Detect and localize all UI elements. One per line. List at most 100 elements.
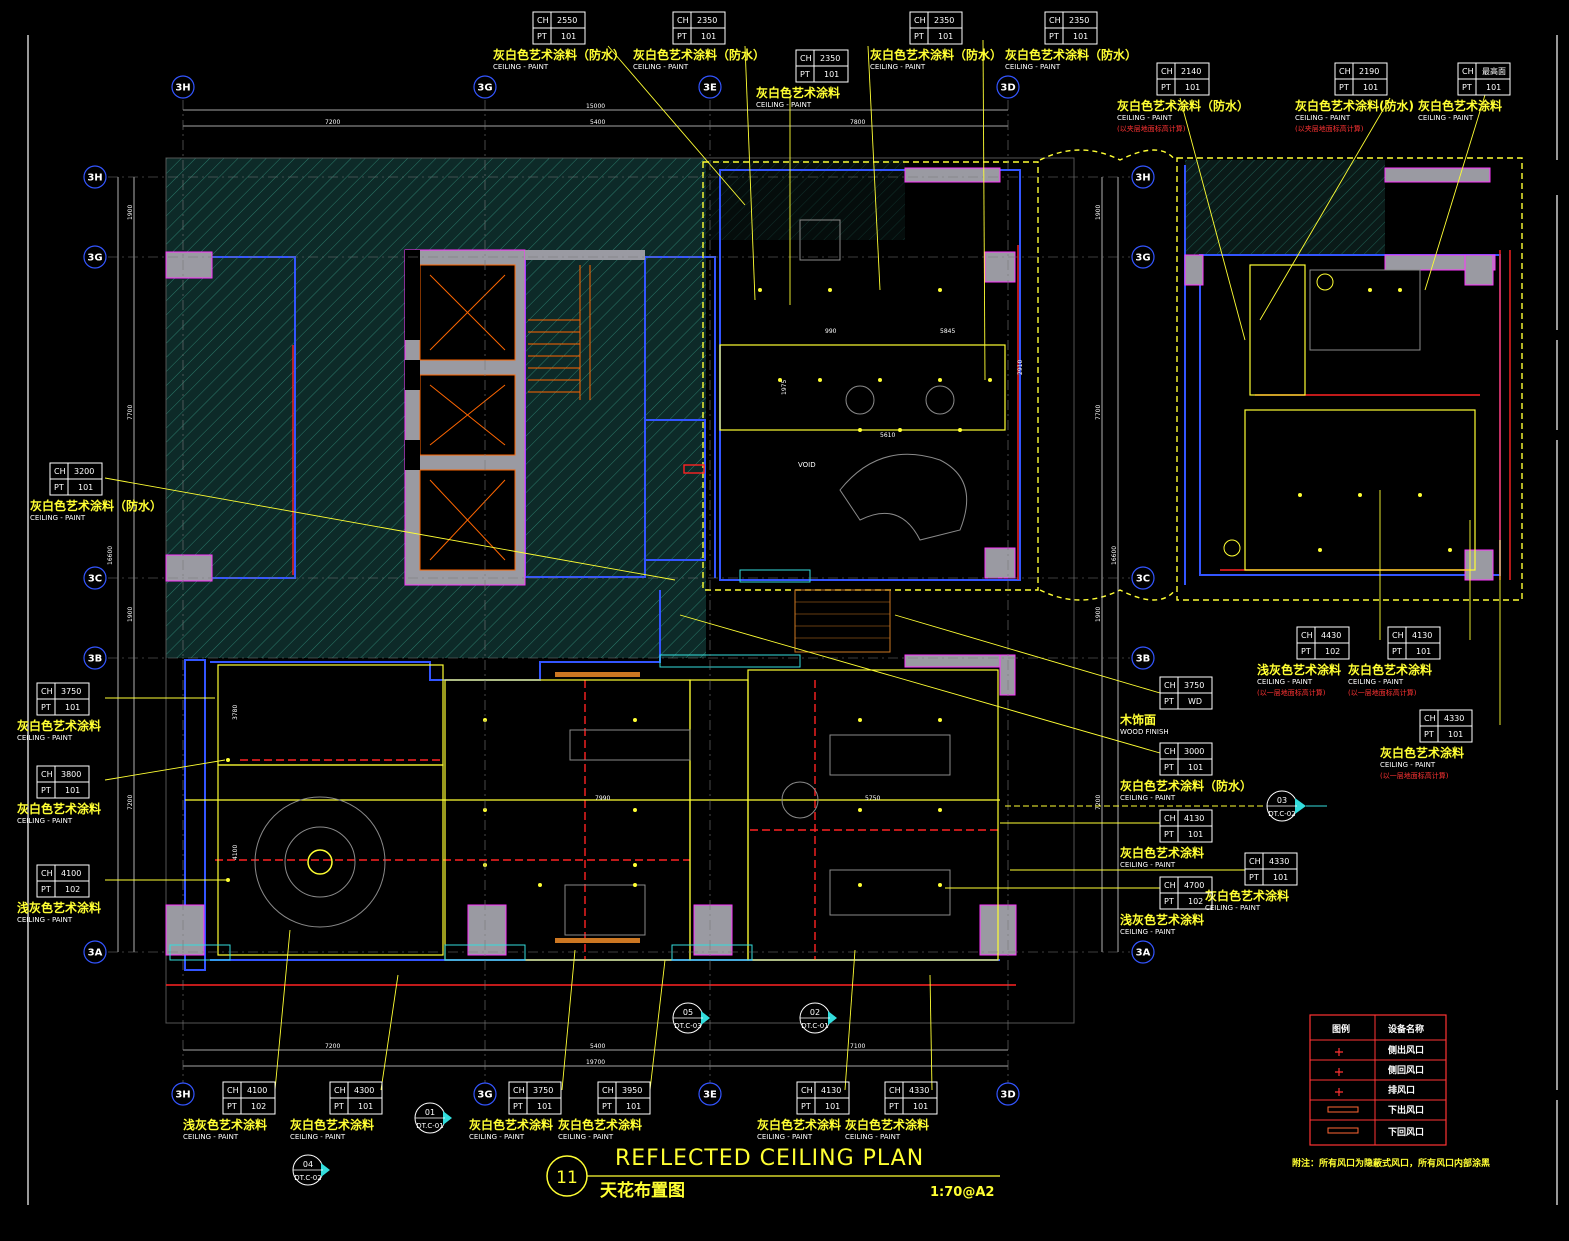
dim-bottom-seg-3: 7100 — [850, 1043, 865, 1050]
tag-pt-value: 101 — [825, 1102, 840, 1111]
tag-pt-label: PT — [1462, 83, 1472, 92]
tag-material-en: CEILING - PAINT — [1205, 904, 1261, 912]
title-english: REFLECTED CEILING PLAN — [615, 1146, 924, 1171]
dim-right-seg-3: 1900 — [1095, 607, 1102, 622]
tag-material-en: CEILING - PAINT — [183, 1133, 239, 1141]
tag-material-cn: 灰白色艺术涂料（防水） — [1005, 47, 1137, 62]
grid-bubble-row-3A: 3A — [1131, 940, 1155, 964]
tag-material-cn: 浅灰色艺术涂料 — [183, 1117, 267, 1132]
room-label-void: VOID — [798, 461, 816, 469]
dim-top-total: 15000 — [586, 103, 605, 110]
dim-right-seg-1: 1900 — [1095, 205, 1102, 220]
section-number: 05 — [683, 1008, 693, 1017]
tag-pt-value: 101 — [78, 483, 93, 492]
grid-label: 3E — [703, 83, 717, 94]
tag-material-en: CEILING - PAINT — [1257, 678, 1313, 686]
tag-pt-value: 101 — [1188, 763, 1203, 772]
tag-ch-label: CH — [602, 1086, 614, 1095]
tag-note: (以夹层地面标高计算) — [1295, 124, 1364, 133]
tag-material-cn: 灰白色艺术涂料 — [469, 1117, 553, 1132]
tag-material-cn: 灰白色艺术涂料 — [1205, 888, 1289, 903]
tag-pt-label: PT — [1161, 83, 1171, 92]
tag-ch-value: 4300 — [354, 1086, 374, 1095]
grid-label: 3A — [88, 948, 103, 959]
elevator-core — [404, 249, 645, 586]
grid-label: 3H — [175, 1090, 190, 1101]
tag-material-cn: 木饰面 — [1119, 712, 1156, 727]
grid-label: 3H — [87, 173, 102, 184]
tag-material-cn: 浅灰色艺术涂料 — [1120, 912, 1204, 927]
tag-ch-value: 3750 — [61, 687, 81, 696]
tag-material-en: CEILING - PAINT — [756, 101, 812, 109]
tag-note: (以夹层地面标高计算) — [1117, 124, 1186, 133]
tag-ch-label: CH — [1249, 857, 1261, 866]
tag-material-cn: 浅灰色艺术涂料 — [17, 900, 101, 915]
grid-bubble-col-3D: 3D — [996, 1082, 1020, 1106]
dimension-labels: 15000 7200 5400 7800 7200 5400 7100 1970… — [107, 103, 1118, 1066]
grid-label: 3C — [1136, 574, 1150, 585]
leader-lines — [104, 39, 1501, 1091]
tag-pt-label: PT — [41, 885, 51, 894]
tag-ch-value: 2350 — [934, 16, 954, 25]
grid-bubble-col-3D: 3D — [996, 75, 1020, 99]
tag-ch-value: 4130 — [1412, 631, 1432, 640]
grid-bubble-col-3E: 3E — [698, 75, 722, 99]
grid-bubble-row-3H: 3H — [1131, 165, 1155, 189]
tag-pt-value: 101 — [626, 1102, 641, 1111]
section-reference: DT.C-03 — [674, 1022, 701, 1030]
tag-ch-label: CH — [54, 467, 66, 476]
tag-material-cn: 灰白色艺术涂料（防水） — [633, 47, 765, 62]
tag-ch-value: 4130 — [1184, 814, 1204, 823]
tag-pt-label: PT — [1049, 32, 1059, 41]
tag-ch-value: 2140 — [1181, 67, 1201, 76]
grid-bubble-row-3C: 3C — [83, 566, 107, 590]
tag-ch-value: 2190 — [1359, 67, 1379, 76]
tag-material-en: CEILING - PAINT — [1348, 678, 1404, 686]
tag-material-cn: 灰白色艺术涂料（防水） — [493, 47, 625, 62]
section-reference: DT.C-01 — [801, 1022, 828, 1030]
dimension-lines — [117, 109, 1119, 1067]
section-reference: DT.C-02 — [1268, 810, 1295, 818]
grid-bubble-row-3A: 3A — [83, 940, 107, 964]
tag-material-cn: 灰白色艺术涂料 — [757, 1117, 841, 1132]
grid-bubble-col-3E: 3E — [698, 1082, 722, 1106]
tag-ch-label: CH — [334, 1086, 346, 1095]
dim-top-seg-3: 7800 — [850, 119, 865, 126]
tag-pt-value: 101 — [537, 1102, 552, 1111]
legend-row-5: 下回风口 — [1388, 1127, 1424, 1138]
tag-pt-label: PT — [537, 32, 547, 41]
tag-material-en: CEILING - PAINT — [1295, 114, 1351, 122]
tag-ch-label: CH — [1164, 747, 1176, 756]
tag-ch-value: 2550 — [557, 16, 577, 25]
dim-bottom-total: 19700 — [586, 1059, 605, 1066]
dim-right-seg-4: 7200 — [1095, 795, 1102, 810]
section-number: 03 — [1277, 796, 1287, 805]
tag-pt-label: PT — [801, 1102, 811, 1111]
tag-pt-value: 101 — [65, 786, 80, 795]
wood-finish-zone — [555, 589, 891, 943]
tag-ch-label: CH — [677, 16, 689, 25]
tag-pt-value: 101 — [938, 32, 953, 41]
furniture — [254, 219, 1421, 936]
